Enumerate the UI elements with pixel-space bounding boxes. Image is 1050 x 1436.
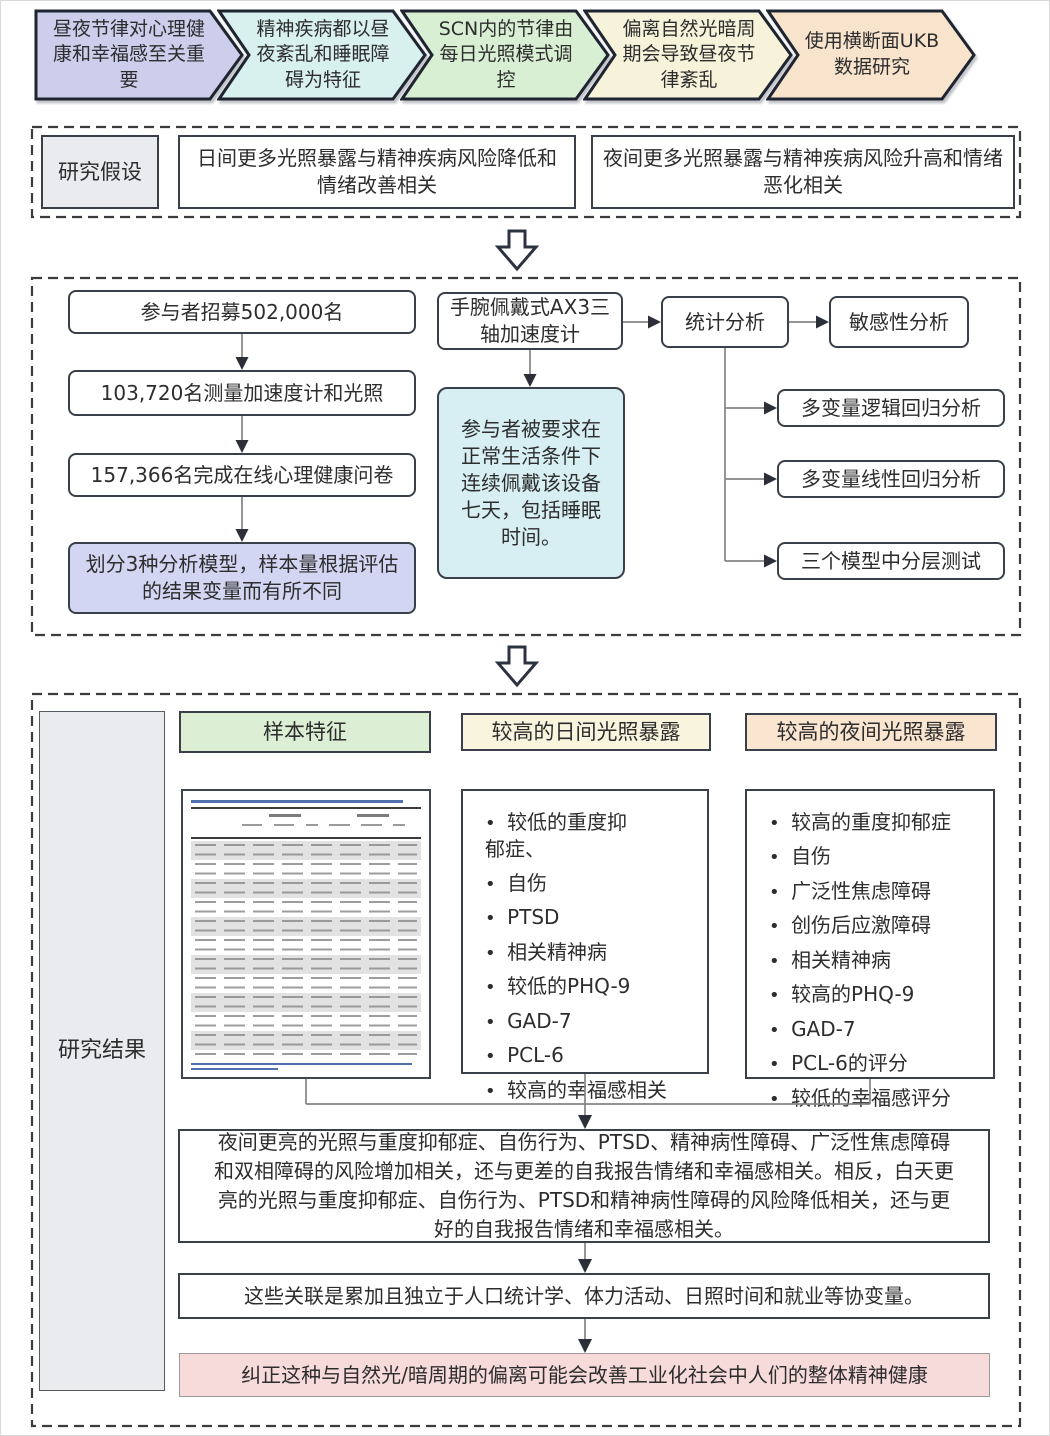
list-item: 创伤后应激障碍 [769, 912, 979, 939]
list-item: 自伤 [769, 843, 979, 870]
results-header-night-light: 较高的夜间光照暴露 [745, 713, 997, 751]
sample-characteristics-table-thumbnail [181, 789, 431, 1079]
sensitivity-analysis-box: 敏感性分析 [829, 296, 969, 348]
chevron-label: 昼夜节律对心理健康和幸福感至关重要 [52, 17, 205, 91]
chevron-label: SCN内的节律由每日光照模式调控 [438, 17, 574, 91]
section-flow-arrow-icon [494, 229, 540, 272]
chevron-shape [400, 9, 610, 101]
chevron-circadian-importance: 昼夜节律对心理健康和幸福感至关重要 [34, 9, 244, 101]
list-item: 广泛性焦虑障碍 [769, 878, 979, 905]
list-item: 较高的重度抑郁症 [769, 809, 979, 836]
conclusion-box: 纠正这种与自然光/暗周期的偏离可能会改善工业化社会中人们的整体精神健康 [179, 1353, 990, 1397]
day-hypothesis-box: 日间更多光照暴露与精神疾病风险降低和情绪改善相关 [178, 135, 576, 209]
night-light-findings-list: 较高的重度抑郁症 自伤 广泛性焦虑障碍 创伤后应激障碍 相关精神病 较高的PHQ… [769, 809, 979, 1111]
chevron-shape [766, 9, 976, 101]
list-item: GAD-7 [485, 1008, 693, 1035]
table-footnote-line [191, 1063, 412, 1065]
list-item: 自伤 [485, 870, 693, 897]
night-light-findings-box: 较高的重度抑郁症 自伤 广泛性焦虑障碍 创伤后应激障碍 相关精神病 较高的PHQ… [745, 789, 995, 1110]
results-header-sample: 样本特征 [179, 711, 431, 753]
table-col-header [273, 824, 295, 826]
table-caption-line [191, 800, 403, 803]
questionnaire-sample-box: 157,366名完成在线心理健康问卷 [68, 453, 416, 497]
logistic-regression-box: 多变量逻辑回归分析 [777, 389, 1005, 427]
list-item: 较高的PHQ-9 [769, 981, 979, 1008]
list-item: 相关精神病 [769, 947, 979, 974]
chevron-shape [217, 9, 427, 101]
list-item: 较低的重度抑郁症、 [485, 809, 647, 863]
table-col-header [361, 824, 382, 826]
results-summary-box: 夜间更亮的光照与重度抑郁症、自伤行为、PTSD、精神病性障碍、广泛性焦虑障碍和双… [178, 1129, 990, 1243]
table-rule [191, 807, 421, 809]
chevron-shape [34, 9, 244, 101]
results-header-day-light: 较高的日间光照暴露 [461, 713, 711, 751]
list-item: 较低的PHQ-9 [485, 973, 693, 1000]
list-item: 较高的幸福感相关 [485, 1077, 693, 1104]
list-item: PCL-6的评分 [769, 1050, 979, 1077]
device-note-box: 参与者被要求在正常生活条件下连续佩戴该设备七天，包括睡眠时间。 [437, 387, 625, 579]
table-col-header [329, 824, 350, 826]
chevron-shape [583, 9, 793, 101]
chevron-label: 精神疾病都以昼夜紊乱和睡眠障碍为特征 [256, 17, 390, 91]
day-light-findings-list: 较低的重度抑郁症、 自伤 PTSD 相关精神病 较低的PHQ-9 GAD-7 P… [485, 809, 693, 1104]
table-group-header [356, 814, 389, 817]
list-item: PTSD [485, 904, 693, 931]
night-hypothesis-box: 夜间更多光照暴露与精神疾病风险升高和情绪恶化相关 [591, 135, 1015, 209]
table-col-header [306, 824, 318, 826]
linear-regression-box: 多变量线性回归分析 [777, 460, 1005, 498]
chevron-label: 使用横断面UKB数据研究 [804, 30, 940, 78]
results-section-label: 研究结果 [39, 711, 165, 1391]
table-col-header [393, 824, 405, 826]
table-footnote-line [191, 1068, 279, 1070]
statistical-analysis-box: 统计分析 [661, 296, 789, 348]
list-item: GAD-7 [769, 1016, 979, 1043]
day-light-findings-box: 较低的重度抑郁症、 自伤 PTSD 相关精神病 较低的PHQ-9 GAD-7 P… [461, 789, 709, 1102]
section-flow-arrow-icon [494, 645, 540, 688]
analysis-models-box: 划分3种分析模型，样本量根据评估的结果变量而有所不同 [68, 542, 416, 614]
chevron-ukb-data: 使用横断面UKB数据研究 [766, 9, 976, 101]
hypothesis-section-label: 研究假设 [41, 135, 159, 209]
chevron-light-dark-deviation: 偏离自然光暗周期会导致昼夜节律紊乱 [583, 9, 793, 101]
covariates-box: 这些关联是累加且独立于人口统计学、体力活动、日照时间和就业等协变量。 [178, 1273, 990, 1319]
chevron-label: 偏离自然光暗周期会导致昼夜节律紊乱 [622, 17, 756, 91]
table-group-header [269, 814, 302, 817]
chevron-mental-illness: 精神疾病都以昼夜紊乱和睡眠障碍为特征 [217, 9, 427, 101]
accelerometer-sample-box: 103,720名测量加速度计和光照 [68, 370, 416, 416]
table-header-band [191, 811, 421, 839]
device-box: 手腕佩戴式AX3三轴加速度计 [437, 292, 623, 350]
stratified-test-box: 三个模型中分层测试 [777, 542, 1005, 580]
list-item: 较低的幸福感评分 [769, 1085, 979, 1112]
intro-chevron-row: 昼夜节律对心理健康和幸福感至关重要 精神疾病都以昼夜紊乱和睡眠障碍为特征 SCN… [34, 9, 976, 101]
list-item: PCL-6 [485, 1042, 693, 1069]
chevron-scn-rhythm: SCN内的节律由每日光照模式调控 [400, 9, 610, 101]
recruitment-box: 参与者招募502,000名 [68, 290, 416, 334]
table-body-rows [191, 841, 421, 1059]
list-item: 相关精神病 [485, 939, 693, 966]
table-col-header [241, 824, 263, 826]
